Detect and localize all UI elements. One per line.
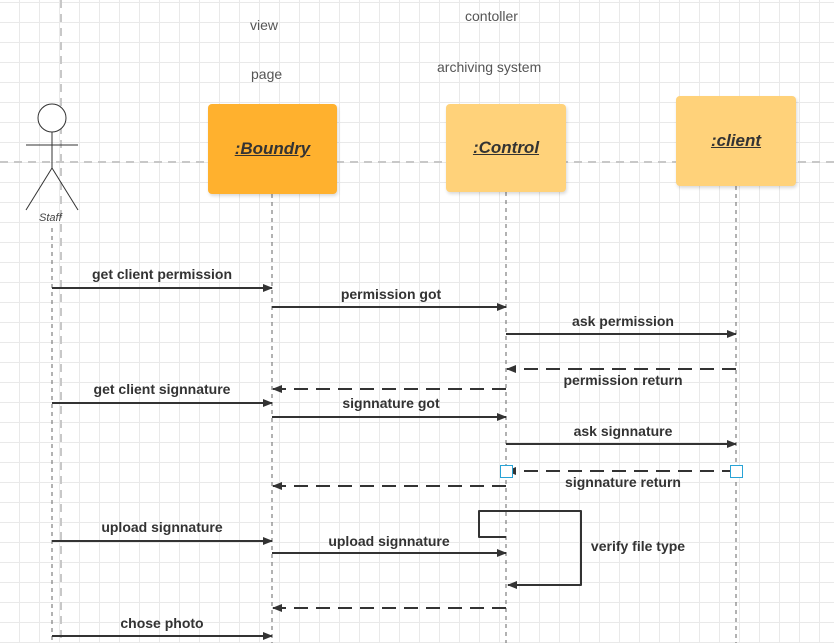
message-label: permission got — [340, 286, 442, 302]
controller-label: contoller — [465, 8, 518, 24]
self-message-label: verify file type — [590, 538, 686, 554]
self-message-loop[interactable] — [478, 510, 582, 589]
archiving-system-label: archiving system — [437, 59, 542, 75]
actor-staff-icon[interactable] — [25, 103, 79, 211]
message-label: get client signnature — [93, 381, 231, 397]
message-label: upload signnature — [101, 519, 223, 535]
client-label: :client — [710, 131, 762, 150]
selection-handle[interactable] — [730, 465, 743, 478]
message-label: signnature return — [565, 474, 681, 490]
message-label: permission return — [563, 372, 683, 388]
selection-handle[interactable] — [500, 465, 513, 478]
actor-label: Staff — [39, 212, 62, 224]
message-label: signnature got — [342, 395, 440, 411]
message-label: upload signnature — [328, 533, 450, 549]
message-label: chose photo — [120, 615, 204, 631]
boundary-lifeline-box[interactable]: :Boundry — [208, 104, 337, 194]
view-label: view — [250, 17, 279, 33]
boundary-label: :Boundry — [234, 139, 311, 158]
message-label: get client permission — [91, 266, 233, 282]
control-lifeline-box[interactable]: :Control — [446, 104, 566, 192]
message-label: ask signnature — [573, 423, 673, 439]
client-lifeline-box[interactable]: :client — [676, 96, 796, 186]
control-label: :Control — [472, 138, 540, 157]
page-label: page — [251, 66, 283, 82]
message-label: ask permission — [572, 313, 674, 329]
